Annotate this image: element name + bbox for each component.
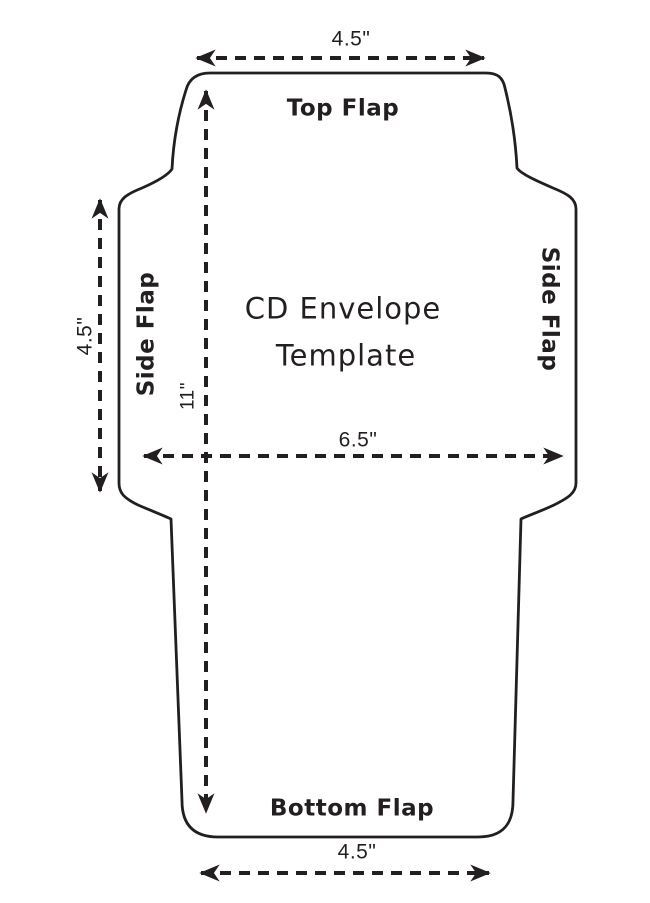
envelope-width-dimension-label: 6.5" [338,428,378,452]
side-height-dimension-label: 4.5" [73,316,97,356]
top-flap-label: Top Flap [286,95,400,122]
envelope-outline [117,71,578,839]
side-flap-right-label: Side Flap [536,246,563,372]
bottom-flap-label: Bottom Flap [269,795,435,822]
bottom-width-dimension-label: 4.5" [337,840,377,864]
top-width-dimension-label: 4.5" [331,27,371,51]
diagram-title-line1: CD Envelope [244,291,442,326]
diagram-title-line2: Template [275,338,417,373]
side-flap-left-label: Side Flap [133,271,160,397]
total-height-dimension-label: 11" [177,382,199,410]
